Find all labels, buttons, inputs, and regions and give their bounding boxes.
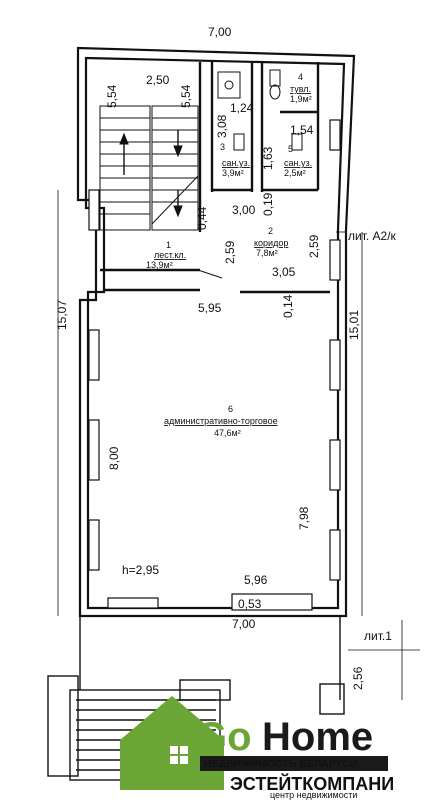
room-4-area: 1,9м²	[290, 94, 312, 104]
wing-label: лит. А2/к	[348, 229, 397, 243]
annex-label: лит.1	[364, 629, 392, 643]
stair-left-label: 5,54	[105, 84, 119, 108]
overall-length-label: 15,07	[55, 300, 69, 330]
room-3-name: сан.уз.	[222, 158, 250, 168]
corr-right-label: 2,59	[307, 234, 321, 258]
door-label: 0,53	[238, 597, 262, 611]
room-2-area: 7,8м²	[256, 248, 278, 258]
room-5-area: 2,5м²	[284, 168, 306, 178]
sanitary-fixtures	[217, 69, 303, 151]
ceiling-height-label: h=2,95	[122, 563, 159, 577]
room-4-number: 4	[298, 72, 303, 82]
room-6-area: 47,6м²	[214, 428, 241, 438]
corr-gap-label: 0,19	[261, 192, 275, 216]
room-6-number: 6	[228, 404, 233, 414]
room-3-area: 3,9м²	[222, 168, 244, 178]
room-3-number: 3	[220, 142, 225, 152]
hall-bottom-label: 5,96	[244, 573, 268, 587]
logo-tagline: НЕДВИЖИМОСТЬ БЕЛАРУСИ	[204, 758, 357, 770]
watermark-subtext: центр недвижимости	[270, 790, 357, 800]
corr-bottom-label: 3,05	[272, 265, 296, 279]
hall-right-label: 7,98	[297, 506, 311, 530]
overall-width-label: 7,00	[208, 25, 232, 39]
gohome-logo: Go Home НЕДВИЖИМОСТЬ БЕЛАРУСИ ЭСТЕЙТКОМП…	[120, 696, 394, 800]
annex-depth-label: 2,56	[351, 666, 365, 690]
corr-wall-label: 0,44	[195, 206, 209, 230]
interior-walls	[100, 62, 330, 294]
room-6-name: административно-торговое	[164, 416, 278, 426]
house-icon	[120, 696, 224, 790]
windows-bottom	[107, 593, 313, 611]
room-2-number: 2	[268, 226, 273, 236]
hall-left-label: 8,00	[107, 446, 121, 470]
staircase	[99, 105, 199, 231]
corr-left-label: 2,59	[223, 240, 237, 264]
room-1-name: лест.кл.	[154, 250, 186, 260]
windows-right	[329, 119, 341, 581]
stair-right-label: 5,54	[179, 84, 193, 108]
logo-home-text: Home	[262, 715, 373, 759]
room-1-area: 13,9м²	[146, 260, 173, 270]
bottom-width-label: 7,00	[232, 617, 256, 631]
room-5-name: сан.уз.	[284, 158, 312, 168]
stair-width-label: 2,50	[146, 73, 170, 87]
watermark-text: ЭСТЕЙТКОМПАНИ	[230, 773, 394, 794]
wc3-top-label: 1,24	[230, 101, 254, 115]
dimension-lines	[57, 190, 420, 700]
wc4-depth-label: 1,54	[290, 123, 314, 137]
windows-left	[88, 189, 100, 571]
hall-top-label: 5,95	[198, 301, 222, 315]
logo-go-text: Go	[196, 715, 252, 759]
room-5-number: 5	[288, 144, 293, 154]
wc3-height-label: 3,08	[215, 114, 229, 138]
room-1-number: 1	[166, 240, 171, 250]
room-4-name: тувл.	[290, 84, 311, 94]
wc5-height-label: 1,63	[261, 146, 275, 170]
corridor-width-label: 3,00	[232, 203, 256, 217]
room-2-name: коридор	[254, 238, 288, 248]
right-length-label: 15,01	[347, 310, 361, 340]
hall-step-label: 0,14	[281, 294, 295, 318]
